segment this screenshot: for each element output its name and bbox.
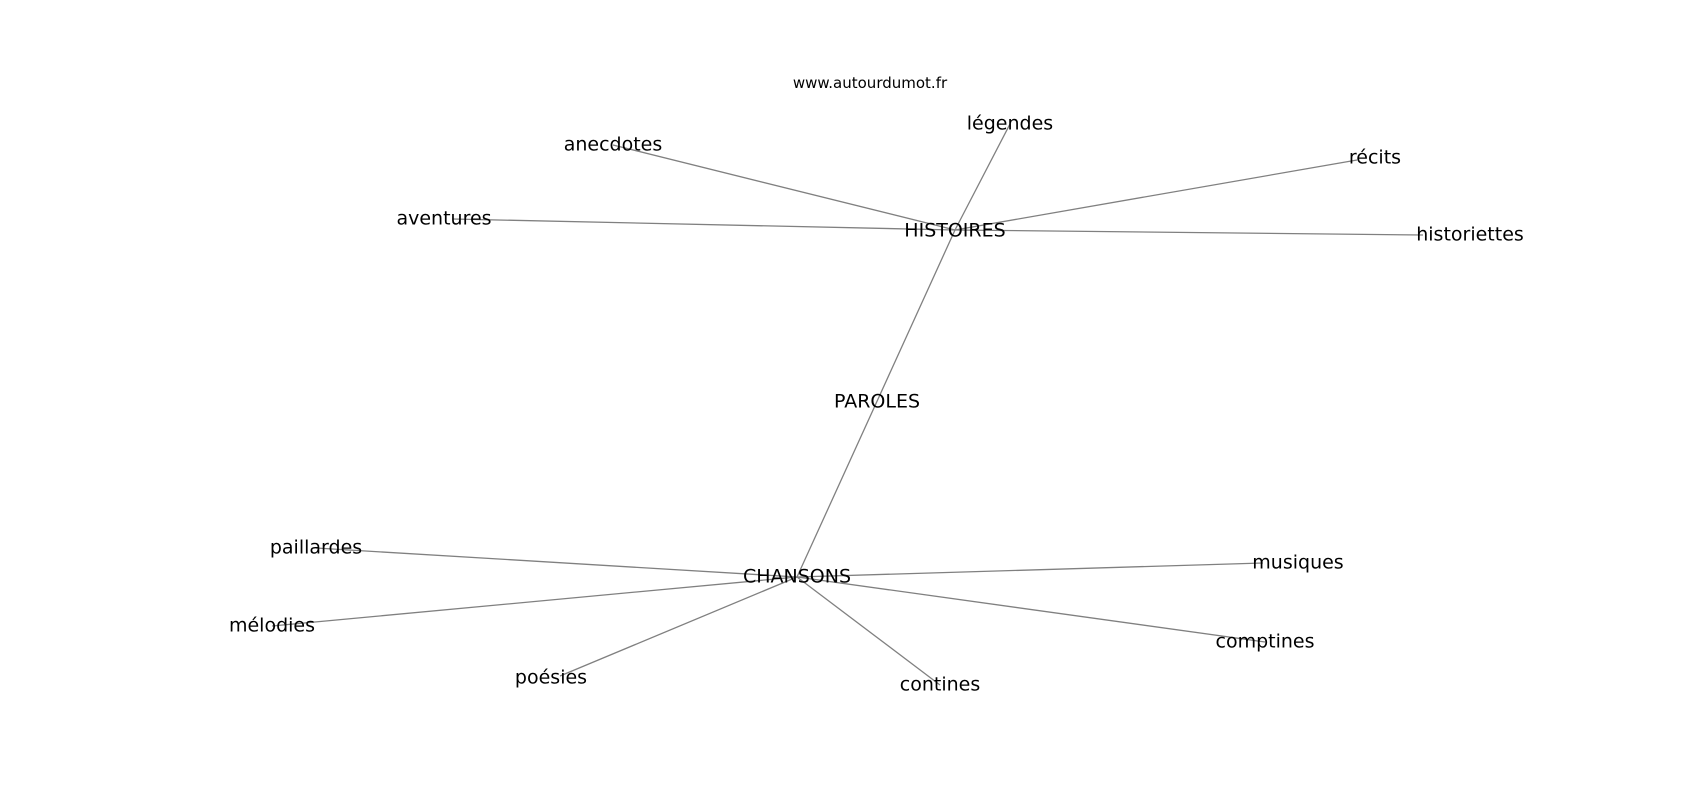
edge-chansons-melodies — [271, 576, 798, 627]
node-paroles[interactable]: PAROLES — [834, 391, 920, 413]
edge-histoires-historiettes — [954, 229, 1424, 236]
node-recits[interactable]: récits — [1349, 147, 1401, 169]
node-comptines[interactable]: comptines — [1216, 631, 1315, 653]
label-layer: PAROLES HISTOIRES CHANSONS légendes anecdote… — [229, 113, 1524, 696]
node-paillardes[interactable]: paillardes — [270, 537, 362, 559]
node-histoires[interactable]: HISTOIRES — [904, 220, 1005, 242]
node-aventures[interactable]: aventures — [396, 208, 491, 230]
source-watermark: www.autourdumot.fr — [793, 74, 948, 92]
edge-chansons-paillardes — [315, 547, 798, 578]
edge-chansons-contines — [796, 576, 941, 686]
edge-chansons-poesies — [559, 576, 798, 677]
edge-histoires-recits — [954, 159, 1358, 231]
edge-layer — [271, 123, 1424, 686]
node-musiques[interactable]: musiques — [1252, 552, 1343, 574]
node-historiettes[interactable]: historiettes — [1416, 224, 1524, 246]
node-chansons[interactable]: CHANSONS — [743, 566, 851, 588]
edge-histoires-anecdotes — [612, 144, 956, 231]
edge-histoires-aventures — [452, 218, 956, 231]
node-anecdotes[interactable]: anecdotes — [564, 134, 663, 156]
node-poesies[interactable]: poésies — [515, 667, 587, 689]
edge-chansons-musiques — [796, 562, 1264, 578]
edge-chansons-comptines — [796, 576, 1266, 643]
node-melodies[interactable]: mélodies — [229, 615, 315, 637]
node-legendes[interactable]: légendes — [967, 113, 1053, 135]
edge-histoires-legendes — [954, 123, 1011, 231]
node-contines[interactable]: contines — [900, 674, 980, 696]
edge-histoires-chansons — [796, 229, 956, 578]
